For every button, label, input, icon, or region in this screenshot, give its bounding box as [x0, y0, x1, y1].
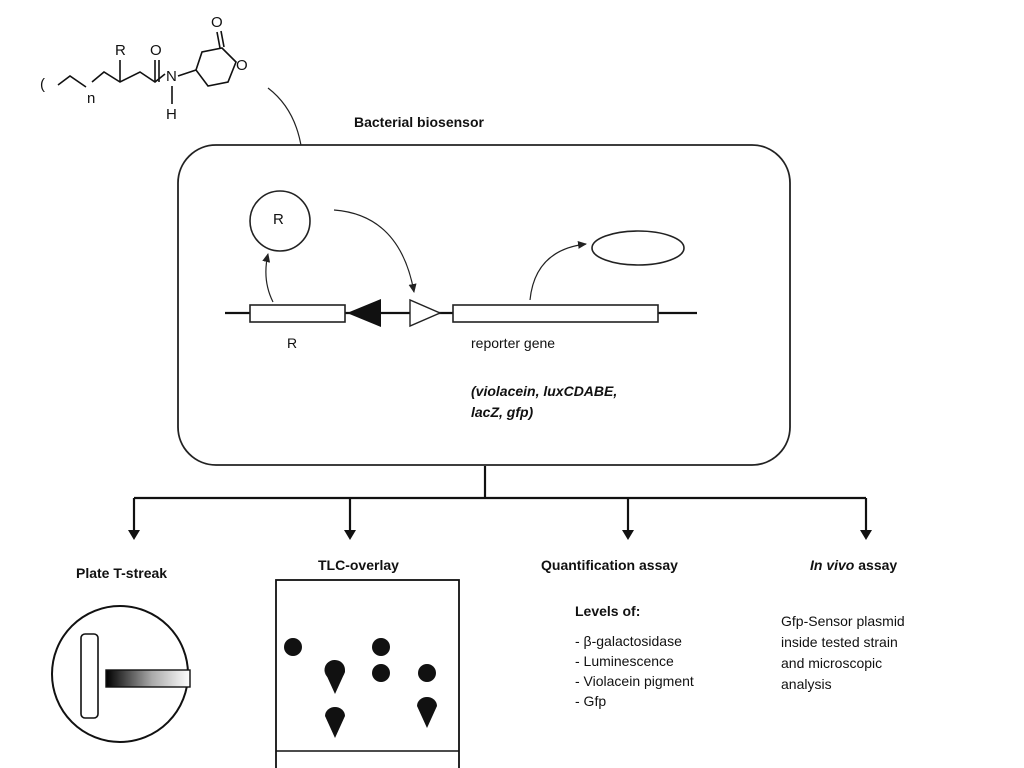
molecule-ring-o: O: [236, 57, 248, 74]
reporter-gene-label: reporter gene: [471, 335, 556, 351]
in-vivo-assay-title: In vivo assay: [810, 557, 897, 573]
branch-arrow-quant: [622, 530, 634, 540]
branch-arrow-tlc: [344, 530, 356, 540]
ahl-molecule: [57, 30, 237, 104]
reporter-gene-box: [452, 304, 659, 323]
tlc-spot: [418, 664, 436, 682]
branch-arrow-invivo: [860, 530, 872, 540]
molecule-carbonyl-o: O: [150, 42, 162, 59]
amide-bond: [177, 69, 197, 77]
expression-arrow-reporter: [529, 240, 587, 301]
quantification-assay-title: Quantification assay: [541, 557, 678, 573]
levels-item: - β-galactosidase: [575, 633, 682, 649]
assay-branch-lines: [132, 466, 868, 532]
tlc-overlay-title: TLC-overlay: [318, 557, 399, 573]
gene-r-label: R: [287, 335, 298, 351]
tlc-spot: [372, 638, 390, 656]
biosensor-title: Bacterial biosensor: [354, 114, 484, 130]
lactone-carbonyl-bond-1: [216, 31, 221, 49]
branch-arrow-plate: [128, 530, 140, 540]
in-vivo-line: analysis: [781, 676, 832, 692]
expression-arrow-r: [262, 253, 274, 303]
receptor-label: R: [273, 211, 284, 228]
reporter-variants-line2: lacZ, gfp): [471, 404, 534, 420]
tlc-teardrop-spot: [417, 697, 437, 728]
levels-list: - β-galactosidase - Luminescence - Viola…: [575, 631, 694, 711]
plate-t-streak-title: Plate T-streak: [76, 565, 168, 581]
molecule-lactone-o: O: [211, 14, 223, 31]
tlc-spot: [372, 664, 390, 682]
carbon-backbone: [91, 71, 166, 83]
levels-heading: Levels of:: [575, 603, 641, 619]
promoter-reporter-triangle: [409, 298, 442, 328]
in-vivo-line: Gfp-Sensor plasmid: [781, 613, 905, 629]
molecule-n-atom: N: [166, 68, 177, 85]
in-vivo-italic: In vivo: [810, 557, 855, 573]
in-vivo-rest: assay: [854, 557, 898, 573]
tlc-spot: [284, 638, 302, 656]
lactone-carbonyl-bond-2: [220, 30, 225, 48]
levels-item: - Violacein pigment: [575, 673, 694, 689]
in-vivo-line: and microscopic: [781, 655, 883, 671]
molecule-r-label: R: [115, 42, 126, 59]
test-strain-streak-gradient: [105, 669, 191, 688]
tlc-teardrop-spot: [325, 707, 345, 738]
reporter-product-ellipse: [591, 230, 685, 266]
in-vivo-description: Gfp-Sensor plasmid inside tested strain …: [781, 611, 905, 695]
sensor-streak: [80, 633, 99, 719]
molecule-n-subscript: n: [87, 90, 96, 107]
levels-item: - Luminescence: [575, 653, 674, 669]
receptor-protein-circle: [249, 190, 311, 252]
reporter-variants-line1: (violacein, luxCDABE,: [471, 383, 618, 399]
activation-arrow: [333, 209, 417, 293]
levels-item: - Gfp: [575, 693, 607, 709]
promoter-r-triangle: [347, 299, 381, 327]
in-vivo-line: inside tested strain: [781, 634, 898, 650]
molecule-h-atom: H: [166, 106, 177, 123]
tlc-teardrop-spot: [325, 663, 345, 694]
gene-r-box: [249, 304, 346, 323]
molecule-bracket: (: [40, 76, 45, 93]
alkyl-chain-segment: [57, 75, 87, 88]
lactone-ring: [195, 47, 237, 87]
